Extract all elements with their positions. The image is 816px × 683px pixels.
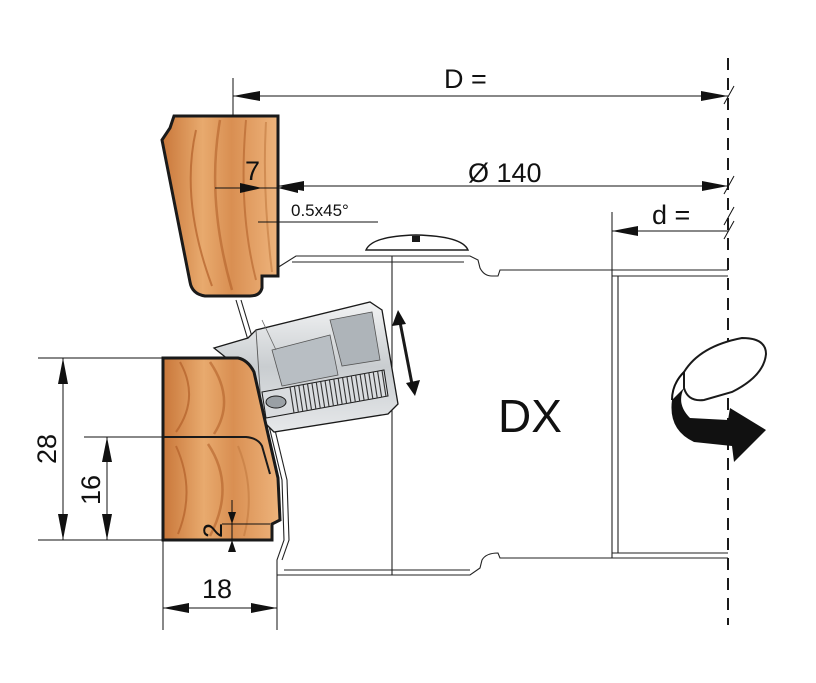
dimension-width: 18 [162,540,278,630]
thread-line [298,385,304,412]
thread-line [302,384,308,411]
upper-workpiece [160,114,280,298]
dimension-height-total: 28 [32,357,163,541]
rotation-arrow-icon [671,336,768,462]
dimension-width-label: 18 [202,574,232,604]
dimension-chamfer-label: 0.5x45° [291,201,349,220]
dimension-D-label: D = [444,64,487,94]
thread-line [363,373,370,400]
dimension-chamfer: 0.5x45° [258,201,378,223]
thread-line [306,383,313,410]
lower-workpiece [161,356,282,542]
dimension-height-total-label: 28 [32,434,62,464]
dimension-chamfer-depth: 7 [215,156,298,193]
dimension-step-label: 2 [198,523,228,538]
dimension-step: 2 [198,500,270,552]
thread-line [333,379,339,406]
dimension-D: D = [232,64,735,116]
thread-line [381,370,387,397]
thread-line [372,371,378,399]
thread-line [342,377,348,404]
thread-line [350,375,356,403]
clamp-screw [364,234,470,251]
dimension-d: d = [611,200,735,270]
thread-line [324,380,330,407]
dimension-height-lower: 16 [76,436,163,540]
thread-line [346,376,352,403]
thread-line [328,379,334,407]
thread-line [359,374,365,401]
thread-line [315,382,321,409]
thread-line [311,382,317,410]
thread-line [355,375,361,402]
dimension-diameter: Ø 140 [278,158,735,195]
adjust-arrow-icon [392,310,420,396]
thread-line [320,381,326,408]
rotation-direction-label: DX [498,390,562,442]
thread-screw [261,369,389,419]
thread-line [377,371,383,398]
dimension-d-label: d = [652,200,690,230]
dimension-diameter-label: Ø 140 [468,158,542,188]
thread-line [337,378,343,405]
dimension-height-lower-label: 16 [76,475,106,505]
thread-line [293,386,299,413]
thread-line [368,372,374,399]
thread-line [289,386,295,414]
dimension-chamfer-depth-label: 7 [245,156,260,186]
